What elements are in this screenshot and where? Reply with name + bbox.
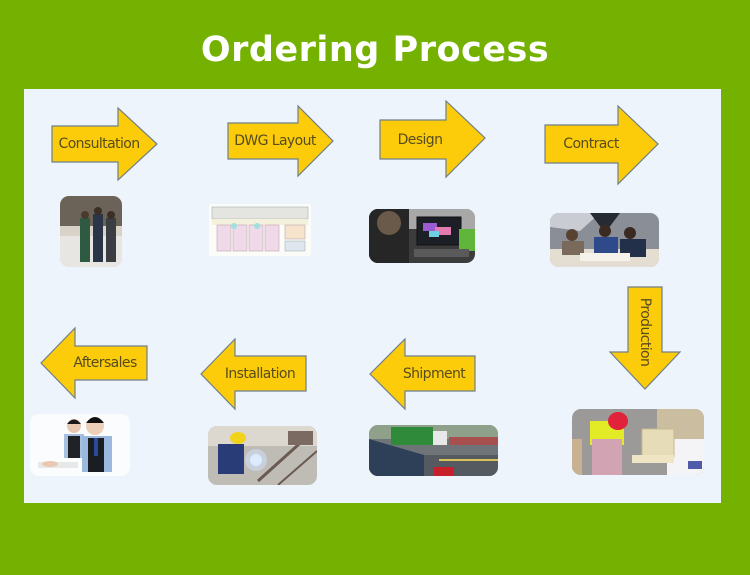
page-title: Ordering Process xyxy=(200,30,550,70)
floor-plan-image xyxy=(209,204,311,256)
step-arrow-consultation: Consultation xyxy=(51,106,158,182)
photo-contract xyxy=(550,213,659,267)
step-arrow-shipment: Shipment xyxy=(369,337,476,411)
down-arrow-icon xyxy=(608,286,682,390)
step-arrow-dwg-layout: DWG Layout xyxy=(227,104,334,178)
designer-computer-image xyxy=(369,209,475,263)
step-arrow-contract: Contract xyxy=(544,104,659,186)
step-label: DWG Layout xyxy=(234,133,316,149)
step-arrow-design: Design xyxy=(379,99,486,179)
photo-aftersales xyxy=(30,414,130,476)
step-label: Shipment xyxy=(402,365,466,382)
right-arrow-icon xyxy=(544,104,659,186)
customer-service-image xyxy=(30,414,130,476)
left-arrow-icon xyxy=(200,337,307,411)
step-arrow-aftersales: Aftersales xyxy=(40,326,148,400)
step-label: Aftersales xyxy=(73,355,137,371)
photo-dwg-layout xyxy=(209,204,311,256)
photo-production xyxy=(572,409,704,475)
photo-shipment xyxy=(369,425,498,476)
step-label: Consultation xyxy=(58,136,141,152)
step-label: Installation xyxy=(224,365,296,382)
step-arrow-installation: Installation xyxy=(200,337,307,411)
right-arrow-icon xyxy=(227,104,334,178)
photo-installation xyxy=(208,426,317,485)
meeting-image xyxy=(550,213,659,267)
left-arrow-icon xyxy=(40,326,148,400)
step-label: Contract xyxy=(563,136,619,152)
factory-worker-image xyxy=(572,409,704,475)
step-label: Design xyxy=(397,131,443,148)
photo-consultation xyxy=(60,196,122,267)
right-arrow-icon xyxy=(51,106,158,182)
photo-design xyxy=(369,209,475,263)
welder-image xyxy=(208,426,317,485)
step-arrow-production: Production xyxy=(608,286,682,390)
right-arrow-icon xyxy=(379,99,486,179)
shipping-truck-image xyxy=(369,425,498,476)
team-photo-image xyxy=(60,196,122,267)
step-label: Production xyxy=(637,297,653,367)
left-arrow-icon xyxy=(369,337,476,411)
